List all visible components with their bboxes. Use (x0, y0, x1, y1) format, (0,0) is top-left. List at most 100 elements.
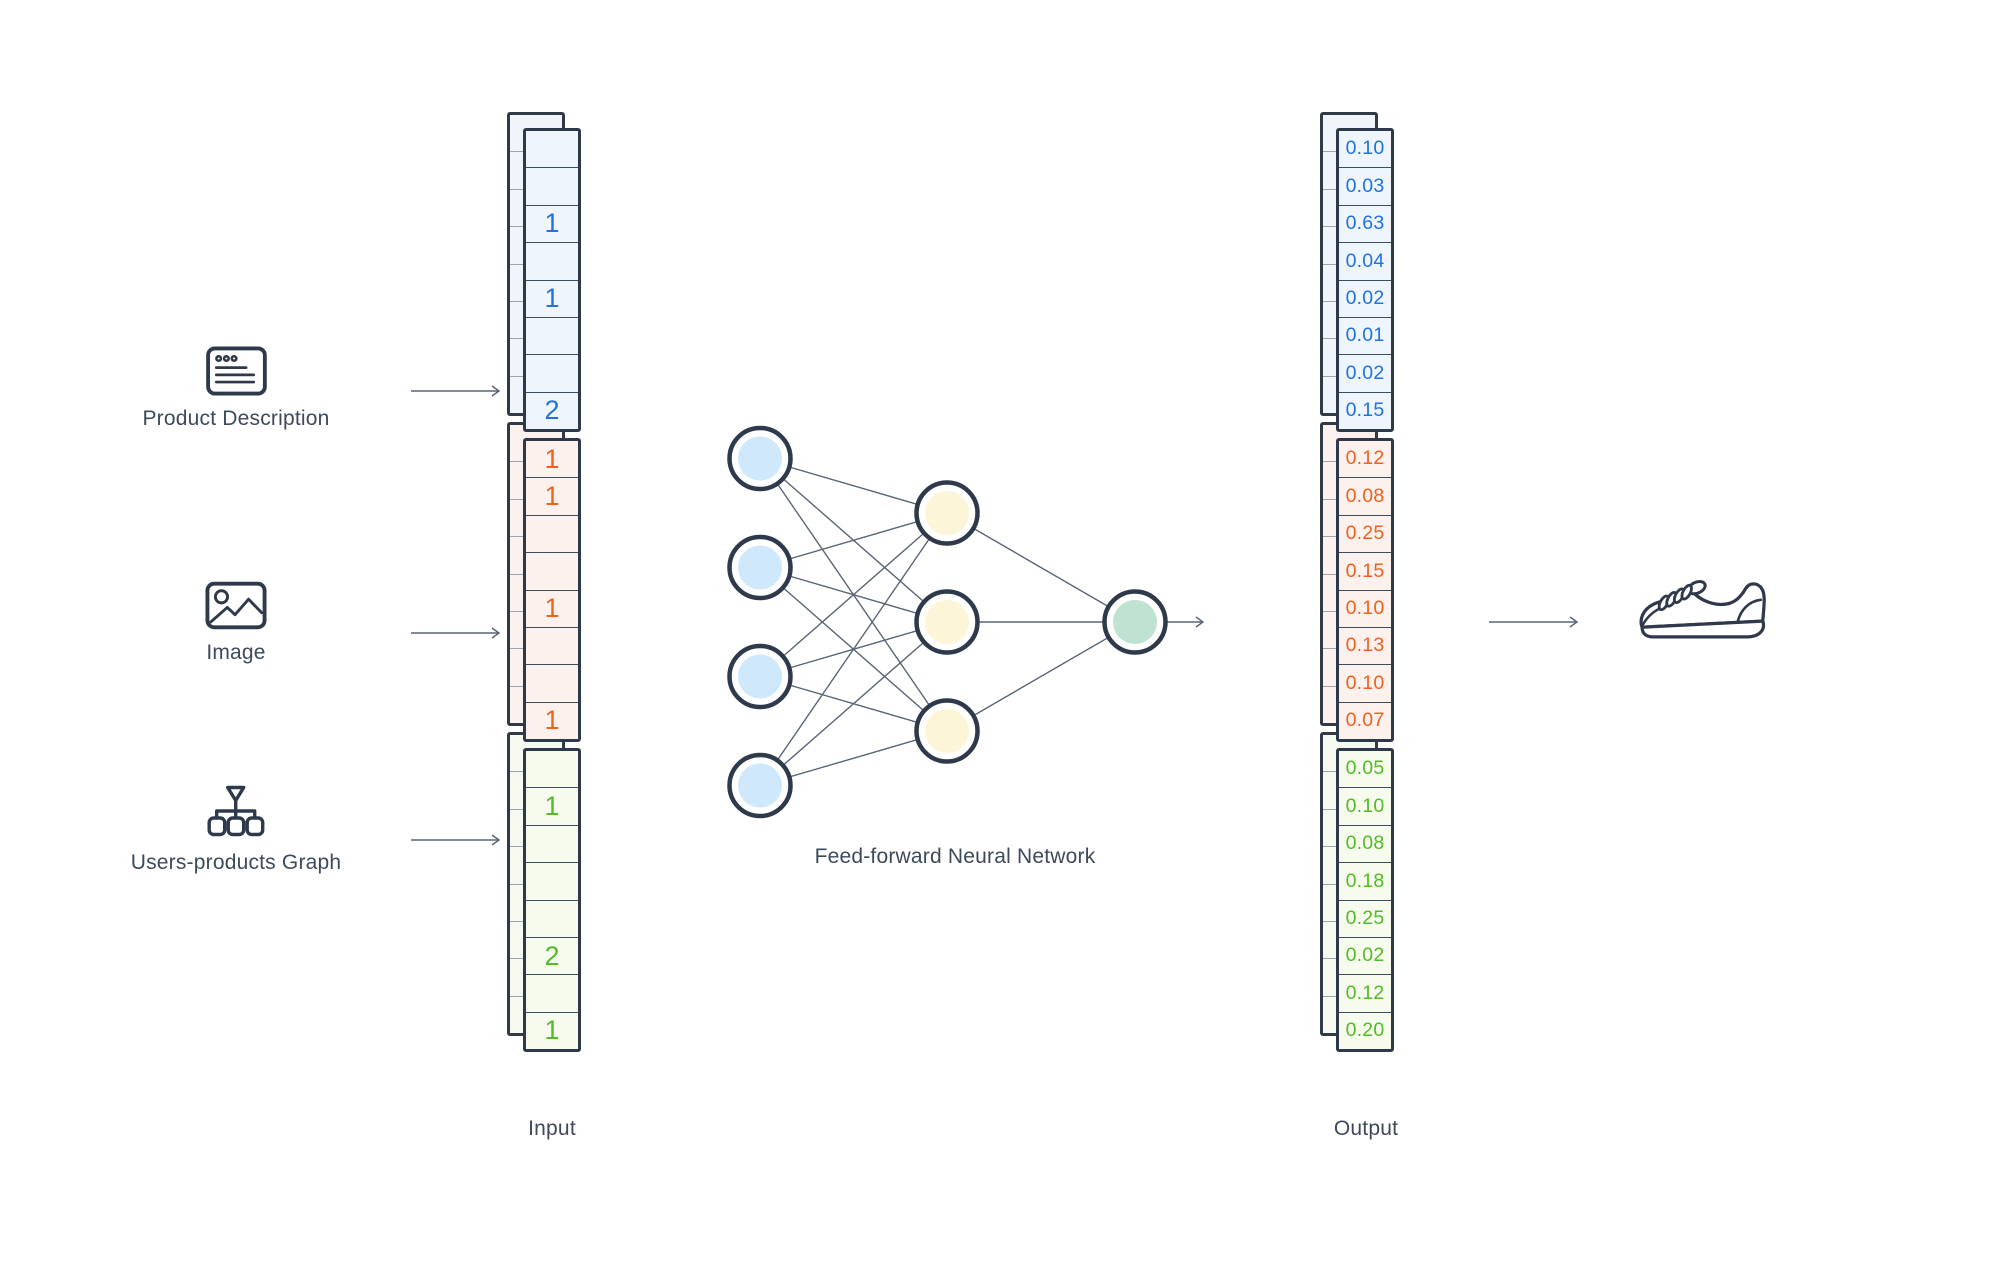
output-cell: 0.25 (1339, 514, 1391, 552)
cell-value: 0.10 (1345, 794, 1385, 817)
cell-value: 0.03 (1345, 174, 1385, 197)
source-users-products-graph: Users-products Graph (131, 784, 342, 875)
cell-value: 0.05 (1345, 757, 1385, 780)
input-layer-node-fill (738, 545, 782, 590)
sitemap-icon (207, 785, 265, 837)
input-cell (526, 664, 578, 701)
output-cell: 0.01 (1339, 316, 1391, 354)
output-cell: 0.12 (1339, 974, 1391, 1011)
output-cell: 0.03 (1339, 167, 1391, 204)
output-cell: 0.10 (1339, 131, 1391, 167)
cell-value: 0.15 (1345, 559, 1385, 582)
input-cell (526, 316, 578, 354)
input-cell: 2 (526, 936, 578, 974)
cell-value: 0.01 (1345, 324, 1385, 347)
cell-value: 0.12 (1345, 981, 1385, 1004)
hidden-layer-node-fill (925, 709, 969, 753)
cell-value: 0.18 (1345, 869, 1385, 892)
source-label: Users-products Graph (130, 851, 342, 874)
source-product-description: Product Description (142, 346, 329, 431)
arrow-output-to-result (1489, 616, 1579, 628)
output-cell: 0.04 (1339, 242, 1391, 279)
input-cell: 1 (526, 1011, 578, 1049)
network-edge (946, 512, 1136, 623)
input-cell (526, 131, 578, 167)
cell-value: 0.02 (1345, 944, 1385, 967)
cell-value: 2 (544, 940, 560, 971)
input-caption: Input (528, 1117, 576, 1140)
cell-value: 2 (544, 395, 560, 426)
output-cell: 0.10 (1339, 589, 1391, 627)
output-cell: 0.12 (1339, 441, 1391, 477)
output-cell: 0.15 (1339, 552, 1391, 589)
output-cell: 0.02 (1339, 354, 1391, 391)
input-cell: 1 (526, 787, 578, 824)
output-cell: 0.20 (1339, 1011, 1391, 1049)
cell-value: 1 (544, 705, 560, 736)
network-edge (946, 621, 1136, 732)
input-cell (526, 354, 578, 391)
input-layer-node-fill (738, 763, 782, 808)
output-cell: 0.15 (1339, 391, 1391, 429)
cell-value: 1 (544, 1015, 560, 1046)
cell-value: 0.02 (1345, 286, 1385, 309)
output-cell: 0.07 (1339, 701, 1391, 739)
cell-value: 0.25 (1345, 522, 1385, 545)
arrow-product-description-to-input (411, 385, 501, 397)
feed-forward-network (727, 425, 1205, 819)
input-cell: 1 (526, 477, 578, 514)
network-edge (759, 512, 948, 786)
source-image: Image (205, 581, 267, 665)
cell-value: 1 (544, 443, 560, 474)
output-cell: 0.02 (1339, 279, 1391, 317)
input-cell (526, 751, 578, 787)
cell-value: 0.08 (1345, 832, 1385, 855)
cell-value: 0.25 (1345, 906, 1385, 929)
cell-value: 0.15 (1345, 399, 1385, 422)
cell-value: 0.08 (1345, 484, 1385, 507)
output-section-2: 0.05 0.10 0.08 0.18 0.25 0.02 0.12 0.20 (1336, 748, 1394, 1052)
output-cell: 0.10 (1339, 787, 1391, 824)
output-cell: 0.25 (1339, 899, 1391, 937)
output-cell: 0.18 (1339, 862, 1391, 899)
input-cell: 1 (526, 204, 578, 242)
cell-value: 0.07 (1345, 709, 1385, 732)
input-cell (526, 242, 578, 279)
cell-value: 0.20 (1345, 1019, 1385, 1042)
cell-value: 0.04 (1345, 249, 1385, 272)
cell-value: 1 (544, 481, 560, 512)
arrow-image-to-input (411, 627, 501, 639)
cell-value: 0.02 (1345, 361, 1385, 384)
input-cell (526, 552, 578, 589)
output-cell: 0.10 (1339, 664, 1391, 701)
input-section-0: 1 1 2 (523, 128, 581, 432)
hidden-layer-node-fill (925, 600, 969, 644)
cell-value: 0.10 (1345, 137, 1385, 160)
output-cell: 0.08 (1339, 824, 1391, 862)
output-layer-node-fill (1113, 600, 1157, 644)
output-cell: 0.13 (1339, 626, 1391, 664)
network-output-arrowhead (1195, 616, 1205, 628)
output-section-0: 0.10 0.03 0.63 0.04 0.02 0.01 0.02 0.15 (1336, 128, 1394, 432)
input-cell: 2 (526, 391, 578, 429)
image-icon (205, 581, 267, 630)
output-cell: 0.05 (1339, 751, 1391, 787)
input-cell (526, 862, 578, 899)
input-cell (526, 626, 578, 664)
cell-value: 1 (544, 283, 560, 314)
output-cell: 0.08 (1339, 477, 1391, 514)
cell-value: 0.13 (1345, 634, 1385, 657)
input-cell: 1 (526, 441, 578, 477)
cell-value: 1 (544, 208, 560, 239)
network-edge (759, 621, 948, 787)
output-vector: 0.10 0.03 0.63 0.04 0.02 0.01 0.02 0.15 0.12 0.08… (1336, 128, 1394, 1052)
hidden-layer-node-fill (925, 491, 969, 535)
sneaker-icon (1639, 580, 1766, 639)
input-cell: 1 (526, 701, 578, 739)
input-layer-node-fill (738, 654, 782, 699)
output-cell: 0.63 (1339, 204, 1391, 242)
source-label: Product Description (142, 407, 330, 430)
